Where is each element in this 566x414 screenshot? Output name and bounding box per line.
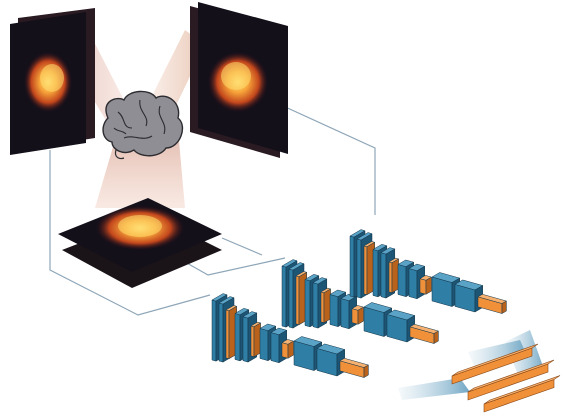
layer-pool-12 xyxy=(409,324,440,344)
layer-conv-8 xyxy=(270,327,288,364)
cnn-branches xyxy=(211,229,508,378)
layer-conv-10 xyxy=(363,302,393,337)
connector-lines xyxy=(49,99,376,316)
layer-pool-9 xyxy=(419,275,433,295)
fc-bar-1 xyxy=(451,343,539,385)
layer-pool-9 xyxy=(351,305,365,325)
connector-line-axial-2 xyxy=(221,237,263,256)
cnn-branch-3 xyxy=(349,229,508,314)
layer-conv-11 xyxy=(454,279,484,313)
fc-output-bars xyxy=(451,343,561,413)
layer-pool-12 xyxy=(339,358,370,378)
cnn-branch-2 xyxy=(281,259,440,344)
fc-bar-3 xyxy=(483,375,561,413)
layer-pool-6 xyxy=(320,287,332,324)
layer-pool-6 xyxy=(388,257,400,294)
fc-bar-2 xyxy=(467,359,555,401)
brain-slice-axial xyxy=(58,198,222,288)
cnn-branch-1 xyxy=(211,293,370,378)
connector-line-sagittal xyxy=(49,150,211,316)
layer-pool-9 xyxy=(281,339,295,359)
connector-line-axial xyxy=(184,257,286,276)
layer-pool-12 xyxy=(477,294,508,314)
layer-pool-6 xyxy=(250,321,262,358)
brain-icon xyxy=(102,90,184,160)
layer-conv-11 xyxy=(316,343,346,377)
brain-slice-coronal xyxy=(190,2,288,158)
connector-line-coronal xyxy=(269,99,376,215)
brain-slice-sagittal xyxy=(10,8,95,155)
